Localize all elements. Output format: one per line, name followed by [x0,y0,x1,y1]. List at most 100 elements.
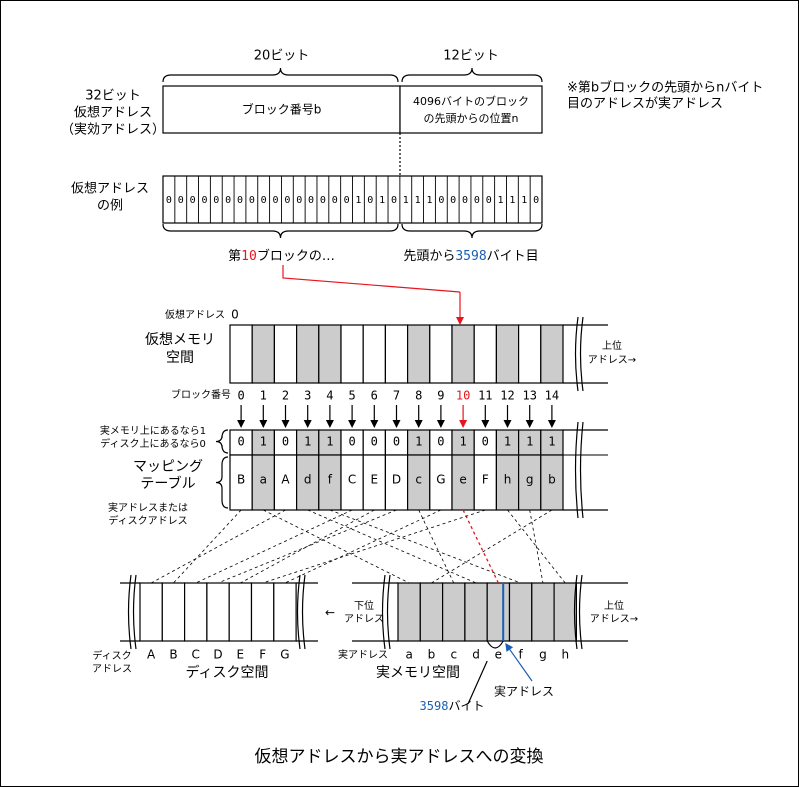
block-number-14: 14 [545,389,559,403]
block-number-13: 13 [522,389,536,403]
block-arrow-14-head [547,420,556,428]
example-bit-28: 1 [498,195,504,206]
real-block-1 [419,582,444,642]
mapping-line-0 [173,509,242,584]
disk-break-right-b [301,574,306,650]
entry-note-line-1: ディスクアドレス [108,514,187,527]
disk-label-3: D [213,648,222,662]
table-break-b [579,421,584,519]
real-block-5 [508,582,533,642]
block-arrow-1-head [259,420,268,428]
real-break-left-a [381,574,386,650]
block-arrow-2-head [281,420,290,428]
example-bit-8: 0 [261,195,267,206]
real-lower-label-line-0: 下位 [354,599,374,612]
example-offset-text-part-2: バイト目 [487,249,539,264]
example-bit-24: 0 [450,195,456,206]
disk-label-6: G [280,648,289,662]
vmem-block-9 [429,324,453,384]
block-number-2: 2 [282,389,289,403]
field-offset-label-line-0: 4096バイトのブロック [413,94,529,108]
table-entry-7: D [392,473,401,487]
block-number-8: 8 [415,389,422,403]
mapping-line-10 [462,509,499,584]
vmem-title-line-0: 仮想メモリ [145,332,215,348]
red-path-upper [282,265,461,293]
example-bit-23: 0 [438,195,444,206]
note-line-1: 目のアドレスが実アドレス [567,96,723,112]
table-title-line-0: マッピング [133,459,203,475]
vmem-upper-label-line-1: アドレス→ [588,355,636,366]
table-entry-9: G [436,473,445,487]
block-number-12: 12 [500,389,514,403]
table-flag-9: 0 [437,435,444,449]
example-bit-7: 0 [249,195,255,206]
real-title: 実メモリ空間 [376,665,460,681]
table-entry-10: e [459,473,466,487]
disk-block-3 [206,582,230,642]
real-label-7: h [561,648,569,662]
table-entry-14: b [548,473,556,487]
block-number-5: 5 [348,389,355,403]
disk-block-5 [250,582,275,642]
table-entry-4: f [328,473,333,487]
vmem-block-5 [340,324,364,384]
example-bit-1: 0 [178,195,184,206]
real-label-5: f [519,648,524,662]
mapping-line-5 [195,509,353,584]
offset-leader [467,660,488,705]
example-block-text-part-1: 10 [241,249,257,264]
vmem-upper-label-line-0: 上位 [602,339,622,352]
real-block-2 [442,582,466,642]
offset-arc [486,640,504,649]
disk-block-1 [161,582,186,642]
vmem-title-line-1: 空間 [166,350,194,366]
block-arrow-7-head [392,420,401,428]
mapping-line-7 [217,509,397,584]
vmem-origin-label: 仮想アドレス [165,308,225,321]
block-number-3: 3 [304,389,311,403]
disk-label-0: A [147,648,156,662]
mapping-line-8 [418,509,455,584]
real-label-3: d [472,648,480,662]
table-flag-0: 0 [237,435,244,449]
mapping-line-14 [431,509,553,584]
example-block-text: 第10ブロックの… [228,248,335,264]
example-block-text-part-2: ブロックの… [257,248,335,264]
entry-note-brace [215,456,229,509]
example-bit-19: 0 [391,195,397,206]
table-break-a [574,421,579,519]
block-number-label: ブロック番号 [171,388,231,401]
disk-title: ディスク空間 [185,664,268,681]
brace-12bit [401,67,543,83]
block-arrow-5-head [348,420,357,428]
example-bit-22: 1 [426,195,432,206]
disk-break-right-a [296,574,301,650]
real-break-right-b [578,574,583,650]
example-row-label-line-0: 仮想アドレス [71,181,149,197]
brace-example-left [162,223,399,239]
block-arrow-3-head [303,420,312,428]
real-label-0: a [405,648,412,662]
block-arrow-8-head [414,420,423,428]
real-label-1: b [428,648,436,662]
vmem-block-14 [540,324,564,384]
offset-label-part-0: 3598 [420,699,449,713]
vmem-block-8 [407,324,431,384]
table-flag-4: 1 [326,435,333,449]
real-block-3 [464,582,488,642]
table-flag-10: 1 [459,435,466,449]
block-number-0: 0 [237,389,244,403]
real-block-4 [486,582,511,642]
block-arrow-6-head [370,420,379,428]
flag-note-line-1: ディスク上にあるなら0 [100,437,206,450]
example-bit-16: 1 [355,195,361,206]
block-number-4: 4 [326,389,333,403]
block-number-6: 6 [371,389,378,403]
real-upper-label-line-1: アドレス→ [590,614,638,625]
pointer-arrow-head [505,643,514,652]
example-bit-4: 0 [213,195,219,206]
brace-example-right [401,223,543,239]
example-bit-25: 0 [462,195,468,206]
